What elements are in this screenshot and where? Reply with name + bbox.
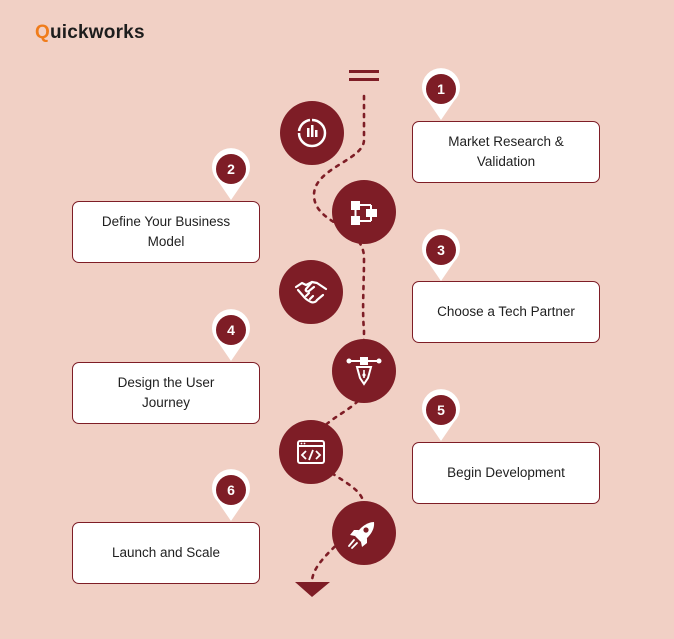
step-3-card: Choose a Tech Partner: [412, 281, 600, 343]
step-6-title: Launch and Scale: [111, 545, 221, 560]
code-window-icon: [297, 440, 325, 464]
step-4-card: Design the User Journey: [72, 362, 260, 424]
svg-text:3: 3: [437, 242, 445, 258]
step-2-card: Define Your Business Model: [72, 201, 260, 263]
step-3-title: Choose a Tech Partner: [437, 304, 575, 319]
step-5-card: Begin Development: [412, 442, 600, 504]
step-3-pin: 3: [422, 229, 460, 281]
workflow-icon: [351, 201, 377, 225]
step-5-icon-circle: [279, 420, 343, 484]
step-4-icon-circle: [332, 339, 396, 403]
step-6-card: Launch and Scale: [72, 522, 260, 584]
step-5-pin: 5: [422, 389, 460, 441]
step-5-title: Begin Development: [447, 465, 565, 480]
step-2-icon-circle: [332, 180, 396, 244]
pen-tool-icon: [346, 357, 382, 386]
step-6-pin: 6: [211, 469, 251, 521]
brand-logo: Quickworks: [35, 22, 145, 43]
step-2-title: Define Your Business Model: [101, 214, 231, 249]
step-4-title: Design the User Journey: [117, 375, 215, 410]
svg-text:6: 6: [227, 482, 235, 498]
step-1-icon-circle: [280, 101, 344, 165]
svg-text:2: 2: [227, 161, 235, 177]
step-2-pin: 2: [211, 148, 251, 200]
end-arrow-icon: [295, 582, 330, 597]
step-3-icon-circle: [279, 260, 343, 324]
step-6-icon-circle: [332, 501, 396, 565]
pie-chart-icon: [297, 118, 327, 148]
svg-text:1: 1: [437, 81, 445, 97]
step-1-card: Market Research & Validation: [412, 121, 600, 183]
timeline-path: [310, 94, 366, 584]
svg-text:5: 5: [437, 402, 445, 418]
step-4-pin: 4: [211, 309, 251, 361]
rocket-icon: [348, 522, 375, 549]
start-marker-icon: [349, 70, 379, 81]
step-1-pin: 1: [422, 68, 460, 120]
step-1-title: Market Research & Validation: [448, 134, 564, 169]
svg-text:4: 4: [227, 322, 235, 338]
handshake-icon: [294, 280, 328, 304]
